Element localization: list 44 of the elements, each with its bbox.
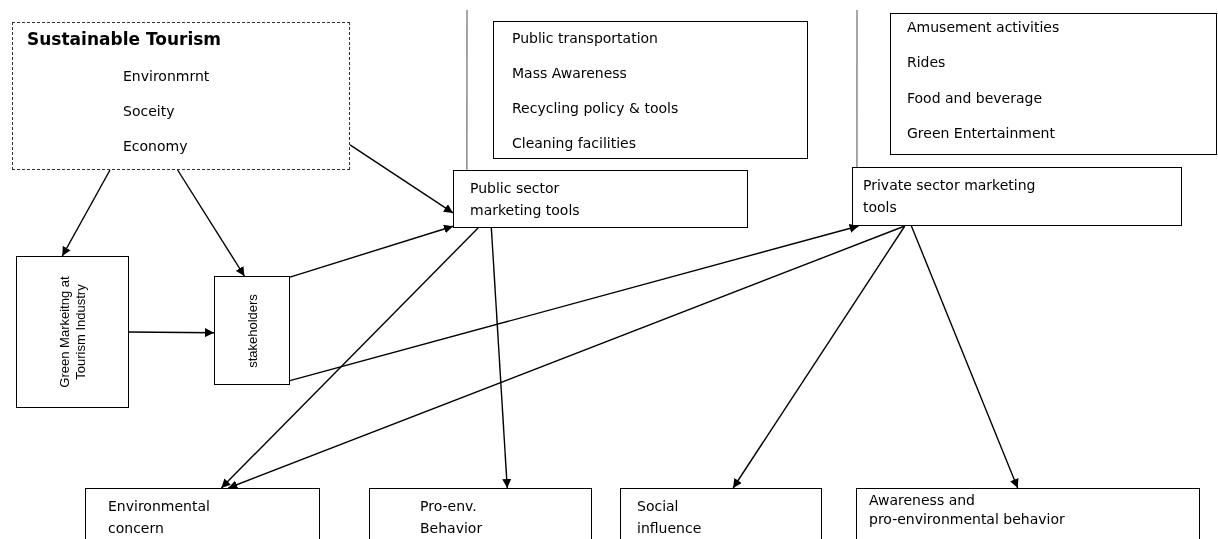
arrow bbox=[490, 227, 512, 489]
list-item: Mass Awareness bbox=[512, 65, 627, 82]
connector-line bbox=[856, 9, 858, 168]
process-box bbox=[453, 170, 748, 228]
process-box bbox=[369, 488, 592, 539]
arrow bbox=[910, 225, 1019, 489]
arrow bbox=[220, 227, 479, 489]
list-item: Amusement activities bbox=[907, 19, 1060, 36]
process-box bbox=[85, 488, 320, 539]
list-item: Food and beverage bbox=[907, 90, 1043, 107]
list-box bbox=[890, 13, 1217, 155]
node-label: Pro-env. Behavior bbox=[420, 497, 484, 538]
node-label: Private sector marketing tools bbox=[863, 176, 1037, 217]
list-box bbox=[493, 21, 808, 159]
list-item: Environmrnt bbox=[123, 68, 210, 85]
list-item: Rides bbox=[907, 54, 946, 71]
list-item: Cleaning facilities bbox=[512, 135, 636, 152]
list-item: Public transportation bbox=[512, 30, 658, 47]
process-box bbox=[620, 488, 822, 539]
node-label: Green Markeitng at Tourism Industry bbox=[56, 275, 89, 390]
arrow bbox=[349, 144, 454, 214]
arrow bbox=[289, 224, 860, 382]
list-item: Green Entertainment bbox=[907, 125, 1055, 142]
process-box bbox=[856, 488, 1200, 539]
node-label: stakeholders bbox=[244, 292, 260, 370]
arrow bbox=[289, 224, 454, 278]
process-box bbox=[16, 256, 129, 408]
process-box bbox=[214, 276, 290, 385]
arrow bbox=[227, 225, 906, 489]
connector-line bbox=[466, 9, 468, 171]
arrow bbox=[176, 169, 246, 277]
arrow bbox=[128, 328, 215, 338]
list-item: Soceity bbox=[123, 103, 175, 120]
dashed-group-box bbox=[12, 22, 350, 170]
list-item: Economy bbox=[123, 138, 188, 155]
node-label: Public sector marketing tools bbox=[470, 179, 581, 220]
list-item: Recycling policy & tools bbox=[512, 100, 679, 117]
node-label: Awareness and pro-environmental behavior bbox=[869, 491, 1066, 529]
arrow bbox=[61, 169, 111, 257]
node-label: Social influence bbox=[637, 497, 703, 538]
process-box bbox=[852, 167, 1182, 226]
group-heading: Sustainable Tourism bbox=[27, 31, 222, 48]
node-label: Environmental concern bbox=[108, 497, 211, 538]
arrow bbox=[732, 225, 906, 489]
